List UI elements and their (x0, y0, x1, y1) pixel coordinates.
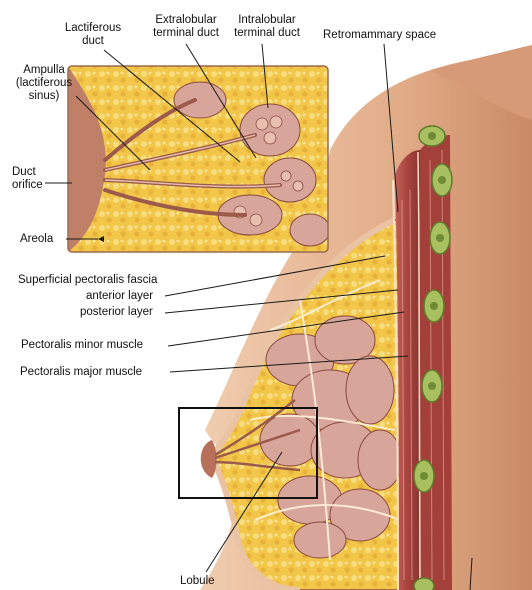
label-anterior-layer: anterior layer (86, 290, 153, 303)
label-lobule: Lobule (180, 575, 215, 588)
label-retromammary-space: Retromammary space (323, 29, 436, 42)
inset-enlargement (68, 66, 330, 252)
label-extralobular-terminal-duct: Extralobular terminal duct (143, 14, 229, 40)
label-pectoralis-minor-muscle: Pectoralis minor muscle (21, 339, 143, 352)
label-intralobular-terminal-duct: Intralobular terminal duct (224, 14, 310, 40)
label-lactiferous-duct: Lactiferous duct (53, 22, 133, 48)
label-superficial-pectoralis-fascia: Superficial pectoralis fascia (18, 274, 157, 287)
label-ampulla: Ampulla (lactiferous sinus) (0, 64, 88, 103)
pectoral-muscles (393, 135, 452, 590)
label-duct-orifice: Duct orifice (12, 166, 43, 192)
label-pectoralis-major-muscle: Pectoralis major muscle (20, 366, 142, 379)
label-posterior-layer: posterior layer (80, 306, 153, 319)
label-areola: Areola (20, 233, 53, 246)
